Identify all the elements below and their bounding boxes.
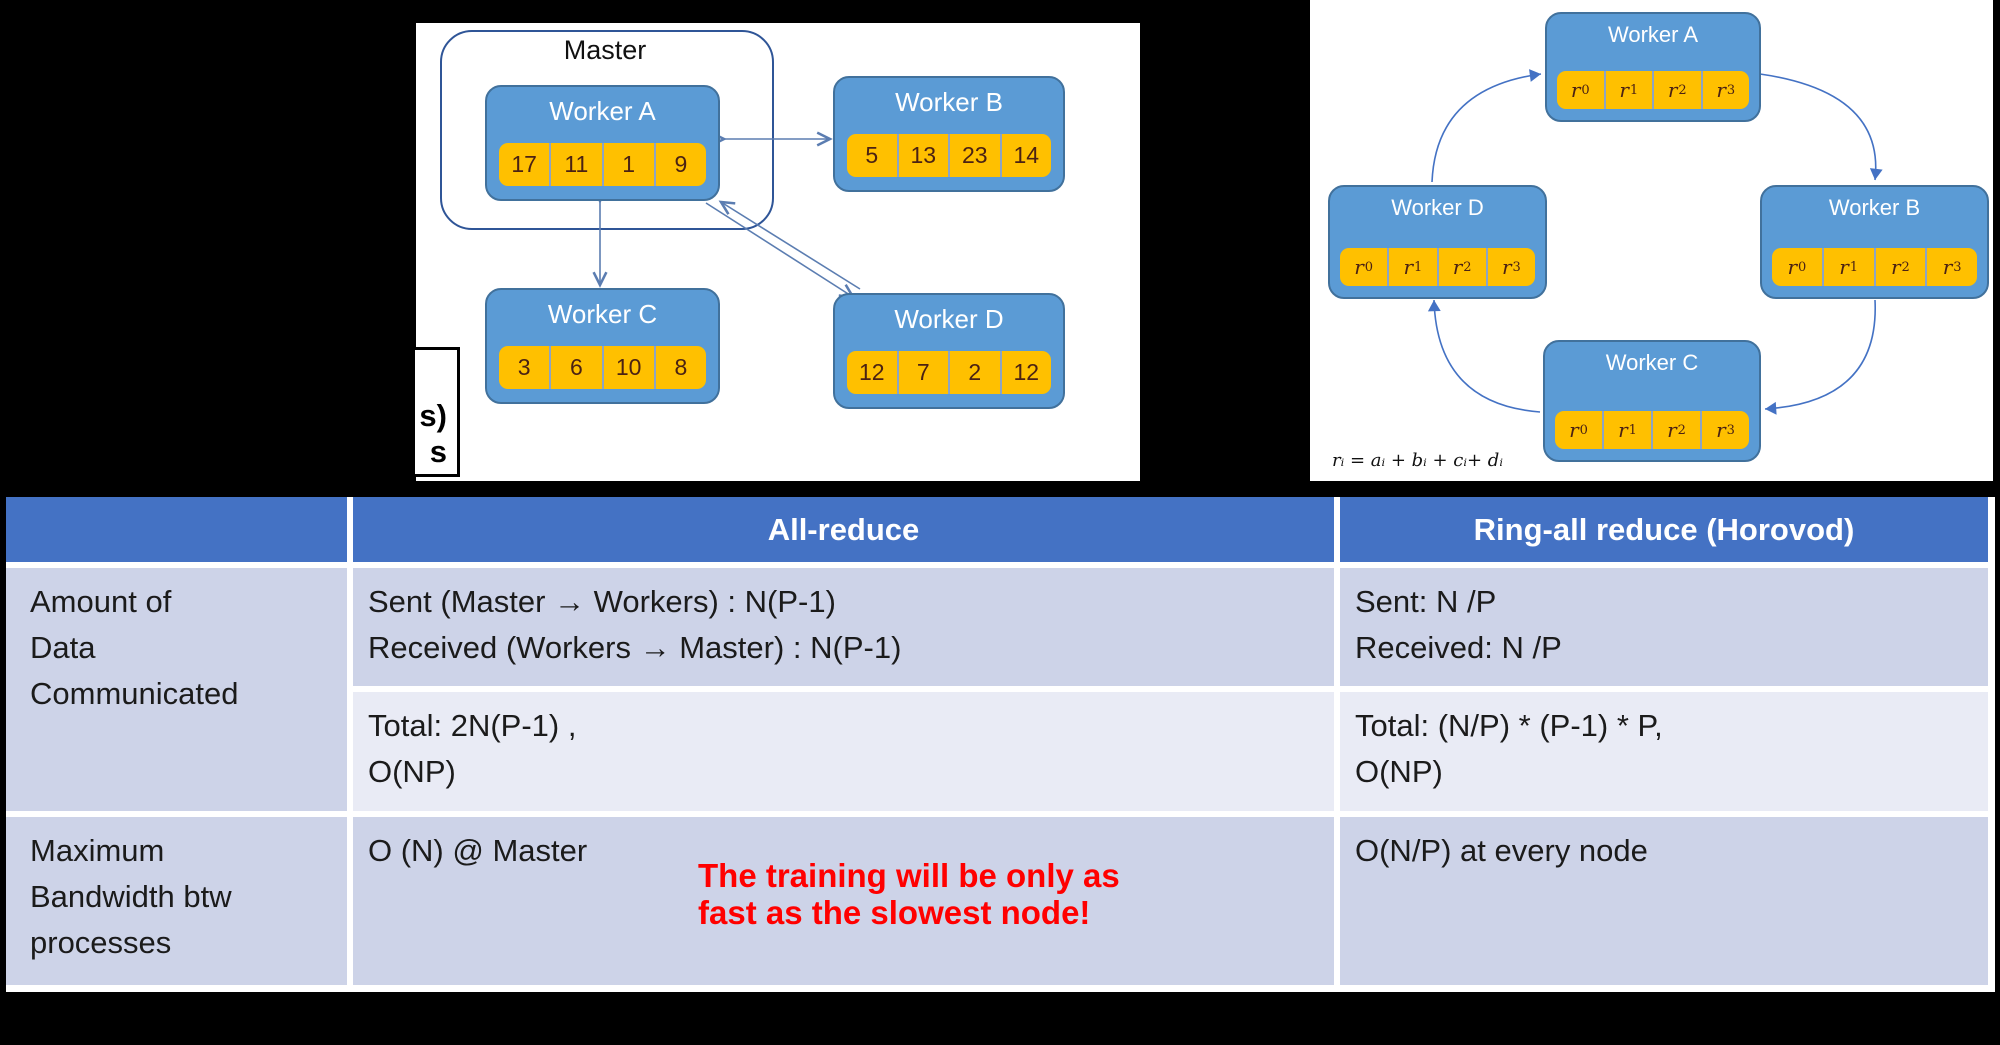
comparison-table: All-reduce Ring-all reduce (Horovod) Amo… [6, 497, 1995, 992]
text-line: Received: N /P [1355, 630, 1562, 665]
data-cell: 8 [674, 354, 688, 380]
text-line: O(NP) [1355, 754, 1443, 789]
text-line: The training will be only as [698, 857, 1120, 894]
worker-a-label: Worker A [549, 96, 656, 126]
cell-ring-total: Total: (N/P) * (P-1) * P, O(NP) [1340, 692, 1988, 811]
header-empty [6, 497, 347, 562]
ring-bandwidth-value: O(N/P) at every node [1355, 833, 1648, 868]
data-cell: 23 [950, 134, 1002, 177]
cell-ring-sent-received: Sent: N /P Received: N /P [1340, 568, 1988, 686]
data-cell: 17 [499, 143, 552, 186]
text-line: Sent (Master → Workers) : N(P-1) [368, 584, 836, 619]
text-line: Amount of [30, 584, 172, 619]
data-cell: 13 [899, 134, 950, 177]
text-line: Total: 2N(P-1) , [368, 708, 577, 743]
allreduce-bandwidth-value: O (N) @ Master [368, 833, 588, 868]
data-cell: 14 [1013, 142, 1040, 168]
data-cell: 2 [950, 351, 1002, 394]
text-line: Maximum [30, 833, 165, 868]
data-cell: 7 [899, 351, 950, 394]
data-cell: 11 [551, 143, 604, 186]
ring-arrow-a-b [1759, 73, 1883, 181]
cell-allreduce-sent-received: Sent (Master → Workers) : N(P-1) Received… [353, 568, 1334, 686]
text-line: Bandwidth btw [30, 879, 232, 914]
text-line: s) [419, 398, 447, 433]
black-cover [0, 340, 415, 492]
reduce-formula: rᵢ = aᵢ + bᵢ + cᵢ+ dᵢ [1332, 450, 1503, 471]
data-cell: 9 [674, 151, 688, 177]
text-line: Received (Workers → Master) : N(P-1) [368, 630, 902, 665]
text-line: Total: (N/P) * (P-1) * P, [1355, 708, 1663, 743]
ring-arrow-d-a [1431, 69, 1542, 183]
cell-allreduce-total: Total: 2N(P-1) , O(NP) [353, 692, 1334, 811]
text-line: s [429, 434, 447, 469]
worker-b-label: Worker B [895, 87, 1003, 117]
cell-allreduce-bandwidth: O (N) @ Master The training will be only… [353, 817, 1334, 985]
text-line: Sent: N /P [1355, 584, 1497, 619]
data-cell: 5 [847, 134, 899, 177]
data-cell: 12 [1013, 359, 1040, 385]
text-line: Communicated [30, 676, 239, 711]
data-cell: 10 [604, 346, 656, 389]
worker-d-label: Worker D [894, 304, 1004, 334]
ring-worker-d-label: Worker D [1391, 195, 1484, 220]
ring-worker-c-label: Worker C [1605, 350, 1699, 375]
text-line: processes [30, 925, 172, 960]
data-cell: 3 [499, 346, 552, 389]
master-label: Master [563, 35, 647, 65]
text-line: O(NP) [368, 754, 456, 789]
ring-arrow-b-c [1764, 299, 1876, 415]
cell-ring-bandwidth: O(N/P) at every node [1340, 817, 1988, 985]
ring-worker-a-label: Worker A [1607, 22, 1699, 47]
header-ring-all-reduce: Ring-all reduce (Horovod) [1340, 497, 1988, 562]
ring-arrow-c-d [1427, 299, 1541, 413]
text-line: fast as the slowest node! [698, 894, 1091, 931]
worker-c-label: Worker C [547, 299, 658, 329]
data-cell: 6 [551, 346, 604, 389]
header-all-reduce: All-reduce [353, 497, 1334, 562]
data-cell: 12 [847, 351, 899, 394]
ring-worker-b-label: Worker B [1828, 195, 1921, 220]
data-cell: 1 [604, 143, 656, 186]
text-line: Data [30, 630, 96, 665]
